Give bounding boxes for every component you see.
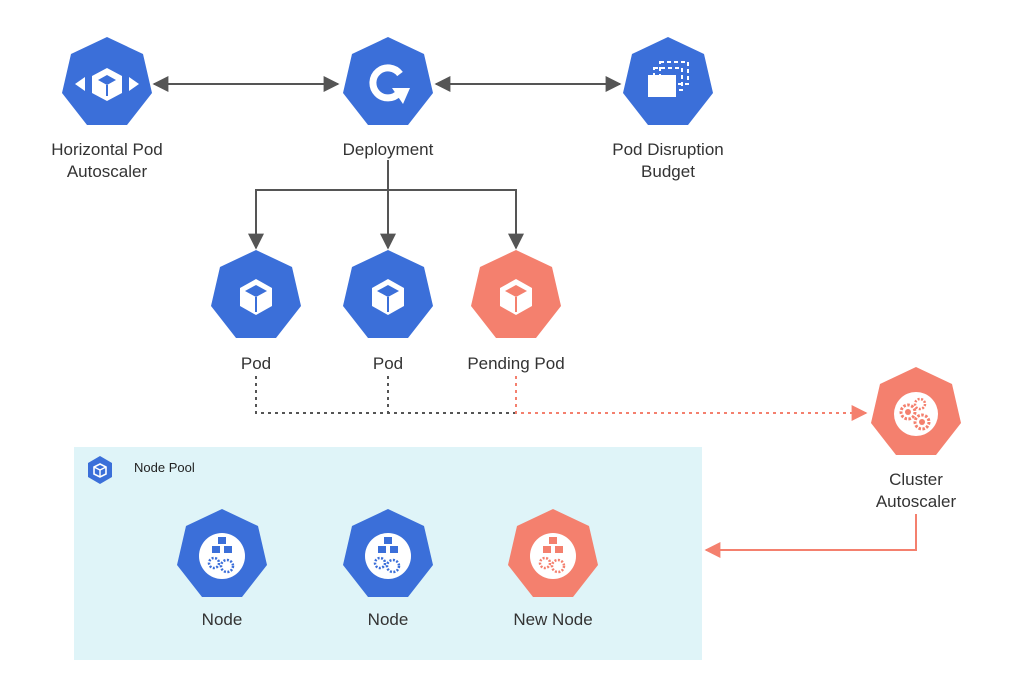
node-pool-label: Node Pool [134,460,195,475]
deployment-pod1-connector [248,189,388,250]
new-node-node[interactable]: New Node [508,509,598,629]
gears-icon [894,392,938,436]
node1-node[interactable]: Node [177,509,267,629]
node1-label: Node [202,610,243,629]
pod1-label: Pod [241,354,271,373]
node-cubes-gear-icon [530,533,576,579]
autoscaler-nodepool-connector [704,514,917,558]
pod1-node[interactable]: Pod [211,250,301,373]
rotate-arrow-icon [369,64,410,104]
hpa-label-line2: Autoscaler [67,162,148,181]
pod2-label: Pod [373,354,403,373]
cluster-autoscaler-node[interactable]: Cluster Autoscaler [871,367,961,511]
cluster-autoscaler-label-line2: Autoscaler [876,492,957,511]
hpa-label-line1: Horizontal Pod [51,140,163,159]
cube-icon [372,279,404,315]
node2-label: Node [368,610,409,629]
new-node-label: New Node [513,610,592,629]
pending-pod-label: Pending Pod [467,354,564,373]
horizontal-scale-icon [75,68,139,101]
pending-pod-autoscaler-dotted-connector [515,376,868,421]
node-cubes-gear-icon [199,533,245,579]
pdb-node[interactable]: Pod Disruption Budget [612,37,724,181]
pod1-autoscaler-dotted-connector [255,376,516,414]
cube-icon [500,279,532,315]
pdb-label-line2: Budget [641,162,695,181]
deployment-shape [343,37,433,125]
cube-icon [240,279,272,315]
stacked-pages-icon [648,61,689,97]
cluster-autoscaler-label-line1: Cluster [889,470,943,489]
deployment-label: Deployment [343,140,434,159]
pod2-node[interactable]: Pod [343,250,433,373]
node-pool-icon [88,456,112,484]
deployment-pending-pod-connector [388,189,524,250]
pdb-label-line1: Pod Disruption [612,140,724,159]
hpa-node[interactable]: Horizontal Pod Autoscaler [51,37,163,181]
deployment-node[interactable]: Deployment [343,37,434,159]
node-cubes-gear-icon [365,533,411,579]
pending-pod-node[interactable]: Pending Pod [467,250,565,373]
node2-node[interactable]: Node [343,509,433,629]
